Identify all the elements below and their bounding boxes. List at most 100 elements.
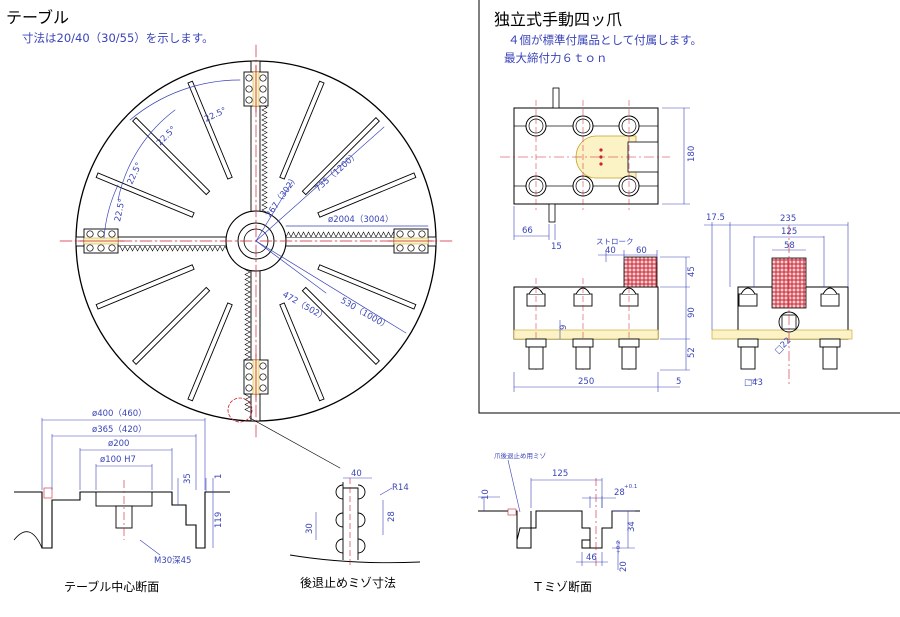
rack-tooth <box>189 245 196 252</box>
rack-tooth <box>134 245 141 252</box>
rack-tooth <box>244 306 251 313</box>
rack-tooth <box>154 245 161 252</box>
rack-tooth <box>261 149 268 156</box>
dim-235: 235 <box>780 214 796 224</box>
groove-loop <box>335 538 344 554</box>
rack-tooth <box>244 311 251 318</box>
rack-tooth <box>325 231 332 238</box>
radial-slot <box>301 286 380 365</box>
rack-tooth <box>244 336 251 343</box>
rack-tooth <box>261 129 268 136</box>
dim-30: 30 <box>305 523 315 534</box>
dim-52: 52 <box>687 347 697 358</box>
rack-tooth <box>380 231 387 238</box>
dim-45: 45 <box>687 266 697 277</box>
radial-slot <box>187 302 233 402</box>
dim-d365: ø365（420） <box>92 424 147 435</box>
dim-90: 90 <box>687 307 697 318</box>
rack-tooth <box>194 245 201 252</box>
radial-slot <box>132 117 211 196</box>
rack-tooth <box>244 301 251 308</box>
rack-tooth <box>164 245 171 252</box>
radial-slot <box>301 117 380 196</box>
rack-tooth <box>261 169 268 176</box>
rack-tooth <box>244 351 251 358</box>
rack-tooth <box>340 231 347 238</box>
rack-tooth <box>355 231 362 238</box>
dim-m30: M30深45 <box>154 556 191 566</box>
rack-tooth <box>244 276 251 283</box>
rack-tooth <box>320 231 327 238</box>
dim-28-tslot: 28 <box>614 488 625 498</box>
dim-d400: ø400（460） <box>92 408 147 419</box>
chuck-side-view: ストローク 40 60 45 90 52 9 250 5 <box>513 237 697 392</box>
dim-34: 34 <box>627 521 637 532</box>
radius-label-2004: ø2004（3004） <box>328 214 393 225</box>
radial-slot <box>317 172 417 218</box>
rack-tooth <box>244 341 251 348</box>
radial-slot <box>187 80 233 180</box>
rack-tooth <box>244 406 251 413</box>
dim-35: 35 <box>183 473 193 484</box>
t-slot-caption: Ｔミゾ断面 <box>532 580 593 594</box>
groove-loop <box>357 484 366 500</box>
rack-tooth <box>261 124 268 131</box>
t-nut-foot <box>819 338 841 348</box>
rack-tooth <box>244 316 251 323</box>
rack-tooth <box>244 286 251 293</box>
radial-slot <box>95 172 195 218</box>
rack-tooth <box>350 231 357 238</box>
dim-40-groove: 40 <box>351 469 362 479</box>
rack-tooth <box>315 231 322 238</box>
radius-label-530: 530（1000） <box>339 295 392 332</box>
table-title: テーブル <box>6 8 70 27</box>
dim-1: 1 <box>214 474 224 479</box>
dim-9: 9 <box>559 325 569 330</box>
rack-tooth <box>244 326 251 333</box>
rack-tooth <box>310 231 317 238</box>
chuck-note-accessory: ４個が標準付属品として付属します。 <box>508 33 703 47</box>
dim-17-5: 17.5 <box>706 213 725 223</box>
radial-slot <box>95 264 195 310</box>
rack-tooth <box>365 231 372 238</box>
rack-tooth <box>244 271 251 278</box>
rack-tooth <box>119 245 126 252</box>
chuck-end-view: 17.5 235 125 58 □22 □43 <box>704 213 853 388</box>
rack-tooth <box>219 245 226 252</box>
radial-slot <box>279 80 325 180</box>
t-nut-foot <box>525 338 547 348</box>
chuck-note-force: 最大締付力６ｔｏｎ <box>504 51 608 65</box>
rack-tooth <box>375 231 382 238</box>
dim-58: 58 <box>784 241 795 251</box>
rack-tooth <box>330 231 337 238</box>
dim-20-tol: +0.2 <box>616 541 622 554</box>
rack-tooth <box>261 119 268 126</box>
stop-groove-caption: 後退止めミゾ寸法 <box>300 576 397 590</box>
rack-tooth <box>159 245 166 252</box>
t-nut-foot <box>572 338 594 348</box>
rack-tooth <box>144 245 151 252</box>
rack-tooth <box>360 231 367 238</box>
angle-label-4: 22.5° <box>113 198 128 223</box>
rack-tooth <box>174 245 181 252</box>
rack-tooth <box>261 204 268 211</box>
dim-60: 60 <box>636 246 647 256</box>
dim-d100: ø100 H7 <box>100 455 136 465</box>
rack-tooth <box>199 245 206 252</box>
rack-tooth <box>179 245 186 252</box>
angle-label-2: 22.5° <box>155 125 178 148</box>
dim-46: 46 <box>586 553 597 563</box>
bolt-head <box>820 293 840 307</box>
dim-40: 40 <box>605 246 616 256</box>
rack-tooth <box>244 296 251 303</box>
t-slot-view: 爪後退止め用ミゾ 125 28 +0.1 10 34 46 20 +0.2 <box>478 451 640 572</box>
dim-r14: R14 <box>392 483 409 493</box>
radius-label-472: 472（502） <box>281 289 329 323</box>
t-slot-note: 爪後退止め用ミゾ <box>494 451 547 460</box>
groove-loop <box>357 538 366 554</box>
rack-tooth <box>244 291 251 298</box>
t-nut-foot <box>737 338 759 348</box>
table-plan-view: 22.5° 22.5° 22.5° 22.5° 267（302） 735（120… <box>59 44 453 469</box>
rack-tooth <box>261 174 268 181</box>
